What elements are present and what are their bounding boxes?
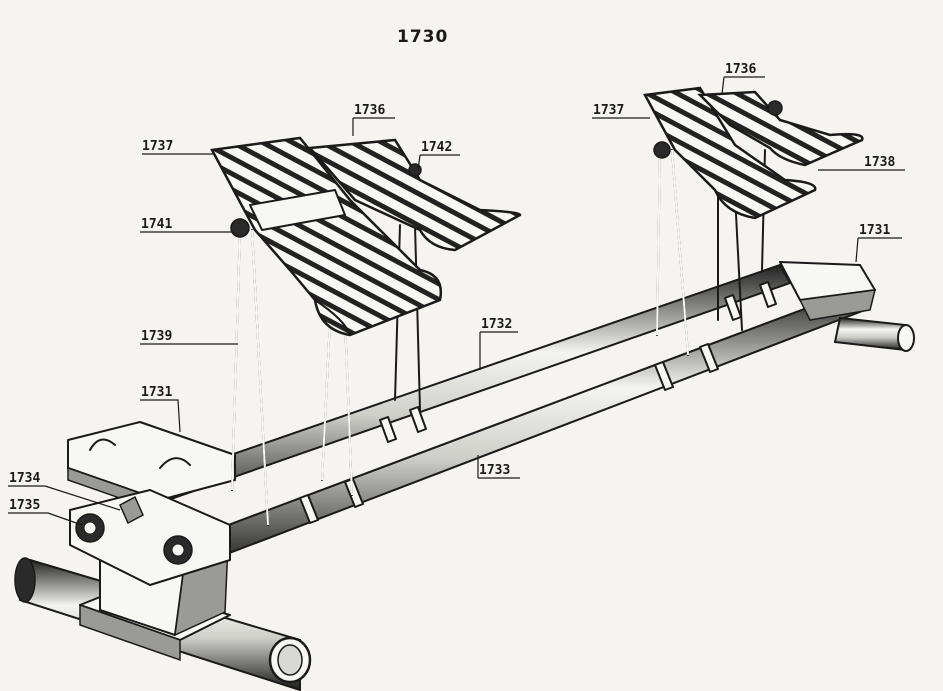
label-1736-left: 1736 bbox=[354, 103, 385, 118]
label-1741: 1741 bbox=[141, 217, 172, 232]
left-seat-front bbox=[210, 136, 443, 337]
label-1737-right: 1737 bbox=[593, 103, 624, 118]
left-frame-legs bbox=[231, 224, 421, 526]
right-seat-front bbox=[643, 86, 817, 220]
drawing-title: 1730 bbox=[397, 27, 448, 47]
label-1742: 1742 bbox=[421, 140, 452, 155]
right-seat-rear bbox=[697, 90, 864, 167]
leader-lines bbox=[8, 76, 905, 526]
label-1737-left: 1737 bbox=[142, 139, 173, 154]
front-hub-assembly bbox=[69, 489, 231, 586]
label-1731-right: 1731 bbox=[859, 223, 890, 238]
label-1731-left: 1731 bbox=[141, 385, 172, 400]
label-1739: 1739 bbox=[141, 329, 172, 344]
label-1732: 1732 bbox=[481, 317, 512, 332]
label-1733: 1733 bbox=[479, 463, 510, 478]
right-frame-legs bbox=[656, 149, 766, 356]
label-1734: 1734 bbox=[9, 471, 40, 486]
tube-clamps bbox=[299, 281, 777, 524]
left-end-cap-1731 bbox=[67, 421, 236, 514]
left-seat-rear bbox=[307, 138, 522, 252]
label-1735: 1735 bbox=[9, 498, 40, 513]
label-1738: 1738 bbox=[864, 155, 895, 170]
tube-1733 bbox=[173, 288, 867, 572]
part-labels: 1736 1737 1742 1741 1739 1731 1734 1735 … bbox=[9, 62, 895, 513]
label-1736-right: 1736 bbox=[725, 62, 756, 77]
right-end-bracket bbox=[779, 261, 915, 352]
